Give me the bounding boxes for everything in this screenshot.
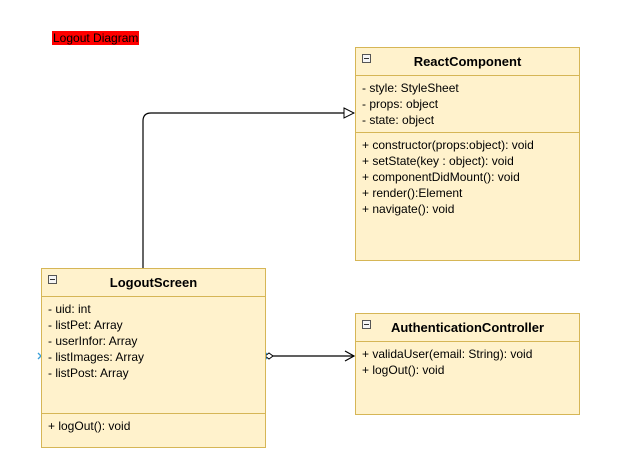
method: + componentDidMount(): void: [362, 170, 520, 184]
method: + navigate(): void: [362, 202, 455, 216]
methods-section: + validaUser(email: String): void + logO…: [356, 342, 579, 382]
attribute: - userInfor: Array: [48, 334, 138, 348]
method: + logOut(): void: [48, 419, 131, 433]
method: + setState(key : object): void: [362, 154, 514, 168]
methods-section: + logOut(): void: [42, 413, 265, 438]
class-name: AuthenticationController: [390, 320, 545, 335]
method: + constructor(props:object): void: [362, 138, 534, 152]
diagram-title: Logout Diagram: [52, 31, 140, 45]
method: + validaUser(email: String): void: [362, 347, 533, 361]
class-header: ReactComponent: [356, 48, 579, 76]
collapse-icon[interactable]: [48, 275, 57, 284]
class-name: ReactComponent: [413, 54, 522, 69]
attributes-section: - style: StyleSheet - props: object - st…: [356, 76, 579, 132]
generalization-edge: [142, 113, 354, 268]
method: + render():Element: [362, 186, 463, 200]
class-authentication-controller[interactable]: AuthenticationController + validaUser(em…: [355, 313, 580, 415]
collapse-icon[interactable]: [362, 54, 371, 63]
method: + logOut(): void: [362, 363, 445, 377]
collapse-icon[interactable]: [362, 320, 371, 329]
attribute: - props: object: [362, 97, 439, 111]
class-logout-screen[interactable]: LogoutScreen - uid: int - listPet: Array…: [41, 268, 266, 448]
aggregation-diamond: [264, 352, 274, 360]
attribute: - style: StyleSheet: [362, 81, 459, 95]
attribute: - uid: int: [48, 302, 91, 316]
attribute: - listImages: Array: [48, 350, 145, 364]
class-header: LogoutScreen: [42, 269, 265, 297]
attributes-section: - uid: int - listPet: Array - userInfor:…: [42, 297, 265, 413]
class-react-component[interactable]: ReactComponent - style: StyleSheet - pro…: [355, 47, 580, 261]
methods-section: + constructor(props:object): void + setS…: [356, 132, 579, 221]
attribute: - state: object: [362, 113, 435, 127]
attribute: - listPet: Array: [48, 318, 123, 332]
class-name: LogoutScreen: [109, 275, 198, 290]
class-header: AuthenticationController: [356, 314, 579, 342]
attribute: - listPost: Array: [48, 366, 129, 380]
